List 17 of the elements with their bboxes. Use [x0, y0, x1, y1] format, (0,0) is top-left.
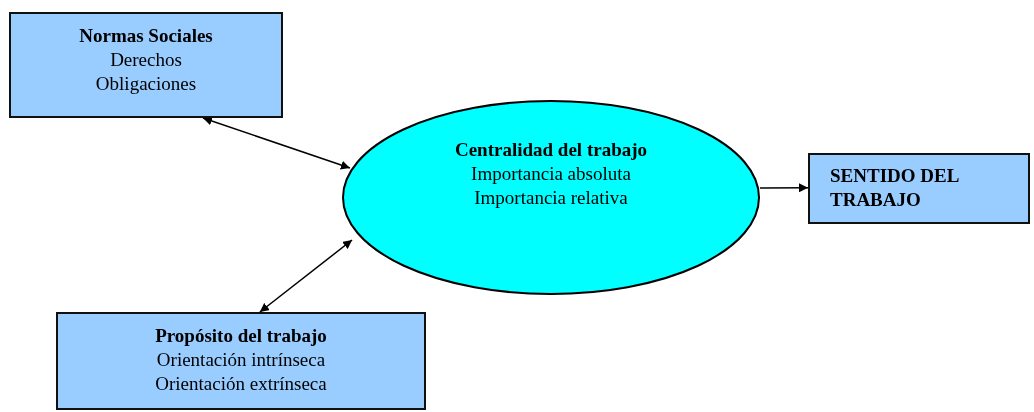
node-heading: Propósito del trabajo [155, 324, 327, 348]
node-heading: Centralidad del trabajo [454, 138, 648, 162]
node-text: Orientación extrínseca [155, 372, 327, 396]
node-text: Importancia relativa [474, 186, 628, 210]
result-box [808, 153, 1030, 224]
concept-ellipse [342, 100, 760, 295]
node-heading: Normas Sociales [79, 24, 213, 48]
double-arrow [759, 183, 809, 193]
concept-box [56, 312, 426, 410]
node-text: Orientación intrínseca [156, 348, 326, 372]
double-arrow [259, 239, 353, 313]
node-text: Importancia absoluta [471, 162, 631, 186]
double-arrow [202, 116, 351, 170]
node-heading: SENTIDO DEL TRABAJO [830, 164, 960, 212]
node-text: Derechos [110, 48, 182, 72]
concept-box [9, 12, 283, 118]
node-text: Obligaciones [95, 72, 197, 96]
